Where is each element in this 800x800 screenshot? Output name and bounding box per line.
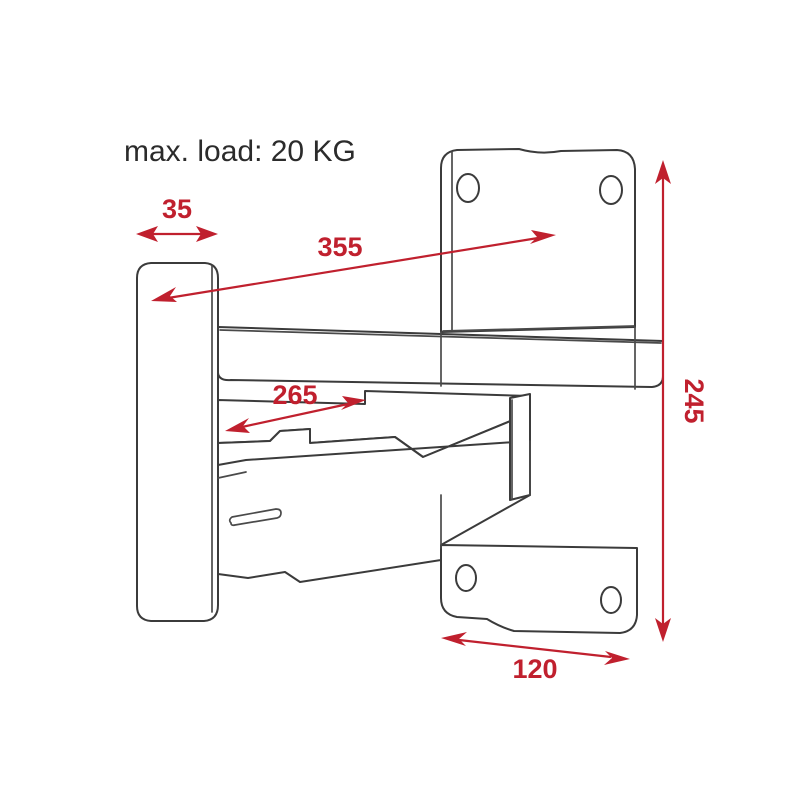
mounting-hole-lower-right <box>600 586 622 614</box>
arrow-head-right <box>196 226 218 242</box>
dimension-265: 265 <box>225 380 366 433</box>
adjustment-slot <box>228 508 282 527</box>
dimension-245: 245 <box>655 160 709 642</box>
arm-wall-joint <box>440 440 531 549</box>
arrow-head-left <box>441 632 467 646</box>
arrow-head-left <box>225 418 250 433</box>
support-rib <box>509 393 531 501</box>
tilt-bar-wall-joint <box>440 326 636 390</box>
arrow-head-right <box>604 651 630 665</box>
mounting-hole-lower-left <box>455 564 477 592</box>
dimension-355: 355 <box>151 230 556 302</box>
bracket-geometry <box>136 148 664 634</box>
max-load-note: max. load: 20 KG <box>124 135 356 168</box>
speaker-mount-plate <box>136 262 219 622</box>
dimension-label-245: 245 <box>679 378 709 423</box>
arrow-head-top <box>655 160 671 184</box>
arrow-head-right <box>530 230 556 244</box>
arrow-head-left <box>136 226 158 242</box>
arrow-head-bottom <box>655 618 671 642</box>
dimension-35: 35 <box>136 194 218 242</box>
dimension-label-120: 120 <box>512 654 557 684</box>
mounting-hole-upper-left <box>456 173 480 203</box>
arm-lower-shelf <box>217 440 531 479</box>
dimension-label-265: 265 <box>272 380 317 410</box>
lower-wall-plate <box>440 544 638 634</box>
mounting-hole-upper-right <box>599 175 623 205</box>
dimension-label-35: 35 <box>162 194 192 224</box>
arrow-head-right <box>341 396 366 410</box>
dimension-120: 120 <box>441 632 630 684</box>
dimension-label-355: 355 <box>317 232 362 262</box>
arrow-head-left <box>151 287 177 302</box>
